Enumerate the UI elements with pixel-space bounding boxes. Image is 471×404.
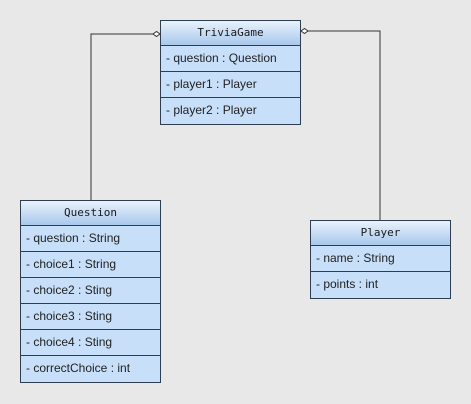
- aggregation-line-player: [308, 30, 381, 220]
- attribute-choice1: - choice1 : String: [21, 252, 160, 278]
- attribute-choice4: - choice4 : Sting: [21, 330, 160, 356]
- attribute-player1: - player1 : Player: [161, 72, 300, 98]
- attribute-choice3: - choice3 : Sting: [21, 304, 160, 330]
- aggregation-line-question: [90, 33, 153, 200]
- attribute-player2: - player2 : Player: [166, 103, 257, 117]
- attribute-points: - points : int: [316, 277, 379, 291]
- aggregation-diamond-question: [152, 30, 161, 38]
- attribute-name: - name : String: [311, 246, 450, 272]
- attribute-correct-choice: - correctChoice : int: [26, 361, 131, 375]
- class-box-player[interactable]: Player - name : String - points : int: [310, 220, 451, 299]
- attribute-question: - question : String: [21, 226, 160, 252]
- class-box-question[interactable]: Question - question : String - choice1 :…: [20, 200, 161, 383]
- class-name: TriviaGame: [161, 21, 300, 46]
- attribute-question: - question : Question: [161, 46, 300, 72]
- class-name: Question: [21, 201, 160, 226]
- aggregation-diamond-player: [300, 27, 309, 35]
- class-box-trivia-game[interactable]: TriviaGame - question : Question - playe…: [160, 20, 301, 125]
- class-name: Player: [311, 221, 450, 246]
- attribute-choice2: - choice2 : Sting: [21, 278, 160, 304]
